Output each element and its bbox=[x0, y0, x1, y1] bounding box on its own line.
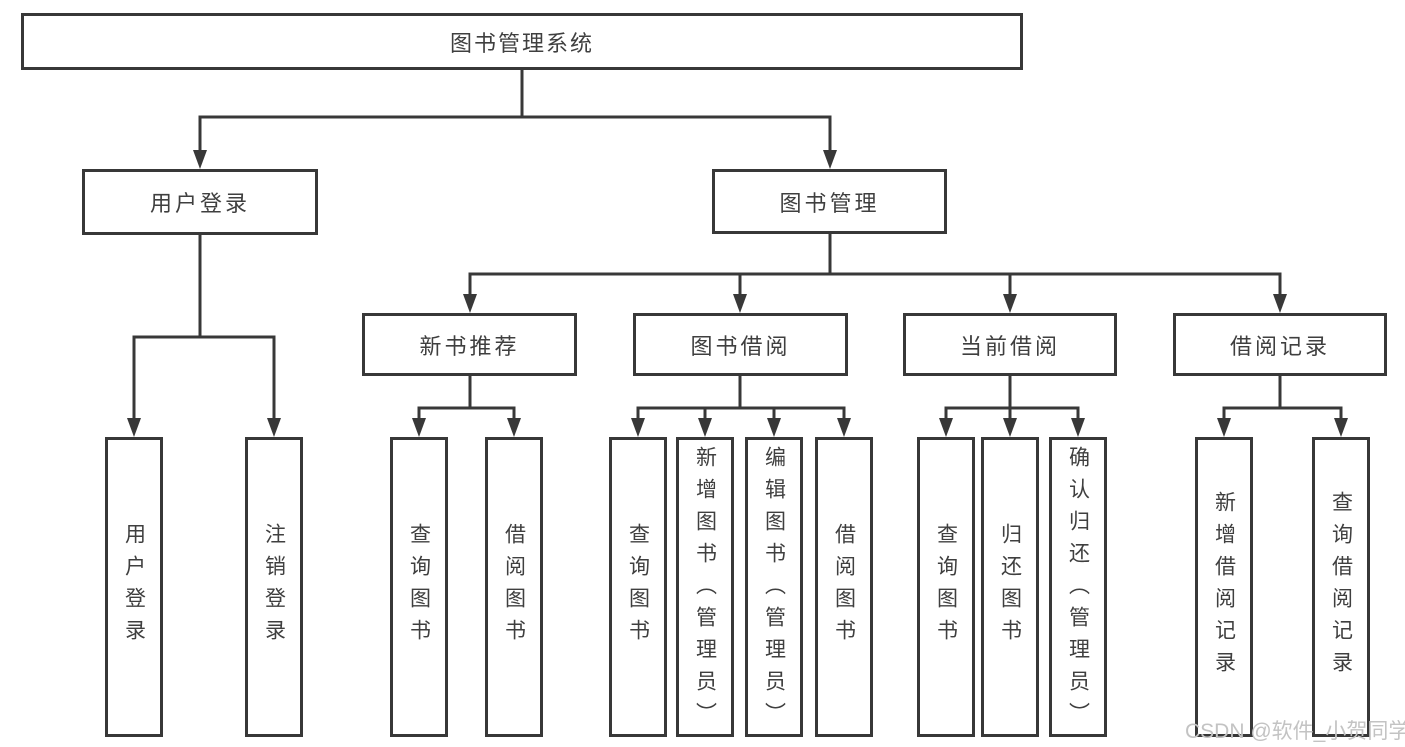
leaf-query-books-borrowing: 查询图书 bbox=[609, 437, 667, 737]
leaf-logout: 注销登录 bbox=[245, 437, 303, 737]
node-user-login-group: 用户登录 bbox=[82, 169, 318, 235]
node-book-borrowing: 图书借阅 bbox=[633, 313, 848, 376]
csdn-watermark: CSDN @软件_小贺同学 bbox=[1185, 720, 1405, 743]
node-label: 借阅记录 bbox=[1229, 333, 1330, 359]
leaf-add-borrow-record: 新增借阅记录 bbox=[1195, 437, 1253, 737]
leaf-query-borrow-record: 查询借阅记录 bbox=[1312, 437, 1370, 737]
leaf-confirm-return-admin: 确认归还（管理员） bbox=[1049, 437, 1107, 737]
node-book-management: 图书管理 bbox=[712, 169, 947, 234]
leaf-query-books-current: 查询图书 bbox=[917, 437, 975, 737]
node-borrowing-records: 借阅记录 bbox=[1173, 313, 1387, 376]
node-label: 当前借阅 bbox=[959, 333, 1060, 359]
node-current-borrowing: 当前借阅 bbox=[903, 313, 1117, 376]
leaf-borrow-books-borrowing: 借阅图书 bbox=[815, 437, 873, 737]
node-root-system: 图书管理系统 bbox=[21, 13, 1023, 70]
node-label: 图书借阅 bbox=[690, 333, 791, 359]
leaf-add-books-admin: 新增图书（管理员） bbox=[676, 437, 734, 737]
leaf-query-books-recommend: 查询图书 bbox=[390, 437, 448, 737]
node-new-book-recommendation: 新书推荐 bbox=[362, 313, 577, 376]
node-label: 用户登录 bbox=[149, 191, 250, 216]
leaf-borrow-books-recommend: 借阅图书 bbox=[485, 437, 543, 737]
node-label: 图书管理 bbox=[779, 190, 880, 216]
node-label: 新书推荐 bbox=[419, 333, 520, 359]
root-label: 图书管理系统 bbox=[449, 30, 594, 56]
leaf-edit-books-admin: 编辑图书（管理员） bbox=[745, 437, 803, 737]
leaf-user-login: 用户登录 bbox=[105, 437, 163, 737]
leaf-return-books: 归还图书 bbox=[981, 437, 1039, 737]
